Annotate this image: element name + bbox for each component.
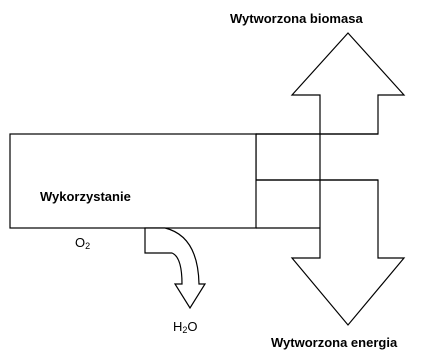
double-arrow-shape (255, 32, 406, 326)
energy-output-label: Wytworzona energia (271, 335, 398, 350)
water-symbol-o: O (187, 319, 198, 334)
process-label: Wykorzystanie (40, 189, 131, 204)
oxygen-label: O2 (75, 235, 91, 251)
water-label: H2O (173, 319, 198, 335)
water-subscript: 2 (182, 325, 188, 335)
process-box (9, 133, 257, 229)
oxygen-symbol: O (75, 235, 86, 250)
oxygen-subscript: 2 (85, 241, 91, 251)
curved-arrow-shape (144, 227, 207, 310)
water-symbol-h: H (173, 319, 183, 334)
biomass-output-label: Wytworzona biomasa (230, 11, 363, 26)
